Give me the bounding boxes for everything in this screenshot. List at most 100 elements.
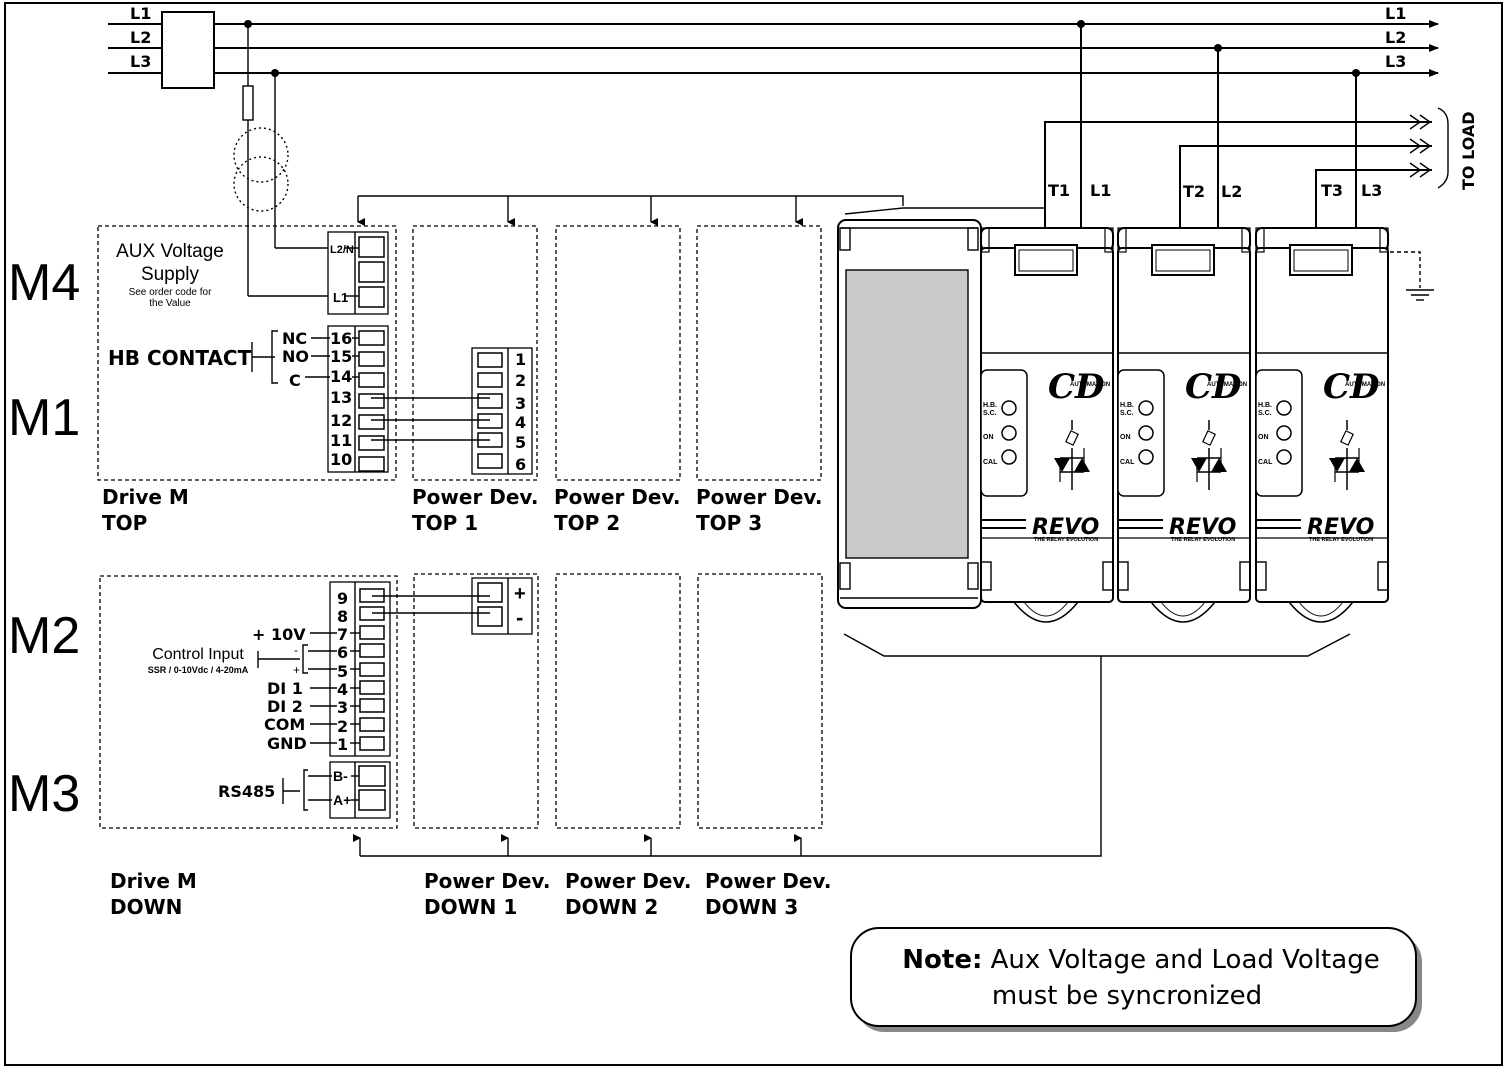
- led-cal-label: CAL: [983, 459, 998, 466]
- power-down-2-box: [555, 573, 681, 829]
- hb-no-label: NO: [282, 347, 309, 366]
- led-hb-label: H.B.: [983, 402, 997, 409]
- m2-terminal-2: 2: [337, 717, 348, 736]
- com-label: COM: [264, 715, 305, 734]
- supply-lines: L1 L2 L3 L1 L2 L3: [108, 4, 1439, 89]
- plus-10v-label: + 10V: [252, 625, 306, 644]
- bottom-bus: [353, 656, 1102, 857]
- transformer-coil-icon: [233, 156, 289, 212]
- m2-terminal-9: 9: [337, 589, 348, 608]
- m1-terminal-16: 16: [330, 329, 352, 348]
- hb-c-label: C: [289, 371, 301, 390]
- drive-module: [837, 219, 982, 609]
- m2-terminal-3: 3: [337, 698, 348, 717]
- rs485-b-terminal: B-: [333, 768, 348, 784]
- control-plus: +: [293, 663, 300, 677]
- line-out-l1: L1: [1385, 4, 1406, 23]
- to-load-label: TO LOAD: [1459, 111, 1478, 190]
- down1-terminal-block: + -: [471, 577, 533, 635]
- m3-terminal-block: B- A+ RS485: [218, 761, 391, 819]
- m2-terminal-6: 6: [337, 643, 348, 662]
- phase-l2-label: L2: [1221, 182, 1242, 201]
- ground-icon: [1390, 251, 1434, 301]
- phase-drops: TO LOAD T1 L1 T2 L2 T3 L3: [1044, 24, 1478, 230]
- power-top-1-label: Power Dev.: [412, 485, 538, 509]
- led-sc-label: S.C.: [983, 410, 997, 417]
- control-minus: -: [294, 643, 298, 657]
- module-m2-label: M2: [8, 607, 80, 665]
- top1-terminal-6: 6: [515, 455, 526, 474]
- control-input-sub: SSR / 0-10Vdc / 4-20mA: [148, 665, 249, 675]
- supply-breaker: [161, 11, 215, 89]
- power-top-3-label-2: TOP 3: [696, 511, 762, 535]
- hb-contact: HB CONTACT NC NO C: [108, 329, 330, 390]
- top1-terminal-3: 3: [515, 394, 526, 413]
- module-m4-label: M4: [8, 254, 80, 312]
- power-top-1-label-2: TOP 1: [412, 511, 478, 535]
- led-cal-label: CAL: [1258, 459, 1273, 466]
- revo-logo: REVO: [1307, 515, 1374, 540]
- power-down-1-label: Power Dev.: [424, 869, 550, 893]
- m1-terminal-10: 10: [330, 450, 352, 469]
- line-in-l1: L1: [130, 4, 151, 23]
- power-top-3-box: [696, 225, 822, 481]
- phase-t2-label: T2: [1183, 182, 1205, 201]
- down1-plus: +: [514, 583, 526, 605]
- led-sc-label: S.C.: [1258, 410, 1272, 417]
- revo-logo: REVO: [1032, 515, 1099, 540]
- drive-down-label: Drive M: [110, 869, 197, 893]
- m2-signals: + 10V Control Input SSR / 0-10Vdc / 4-20…: [148, 625, 337, 753]
- power-down-3-label-2: DOWN 3: [705, 895, 798, 919]
- line-out-l3: L3: [1385, 52, 1406, 71]
- power-down-3-label: Power Dev.: [705, 869, 831, 893]
- drive-top-box: [97, 225, 397, 481]
- phase-t1-label: T1: [1048, 181, 1070, 200]
- control-input-label: Control Input: [152, 646, 244, 663]
- revo-tagline: THE RELAY EVOLUTION: [1034, 537, 1098, 543]
- thyristor-icon: [1054, 420, 1090, 490]
- drive-display-panel: [845, 269, 969, 559]
- cd-logo-sub: AUTOMATION: [1345, 382, 1385, 388]
- led-on-label: ON: [1258, 434, 1269, 441]
- cd-logo-sub: AUTOMATION: [1207, 382, 1247, 388]
- led-cal-label: CAL: [1120, 459, 1135, 466]
- fuse-icon: [242, 85, 254, 121]
- cd-automation-logo: CD: [1048, 367, 1105, 407]
- di1-label: DI 1: [267, 679, 303, 698]
- m2-terminal-1: 1: [337, 735, 348, 754]
- aux-note: See order code for: [129, 287, 212, 298]
- note-line-2: must be syncronized: [992, 981, 1262, 1011]
- led-on-label: ON: [983, 434, 994, 441]
- m2-terminal-7: 7: [337, 625, 348, 644]
- m2-terminal-8: 8: [337, 607, 348, 626]
- led-hb-label: H.B.: [1120, 402, 1134, 409]
- power-top-2-box: [555, 225, 681, 481]
- top1-terminal-block: 1 2 3 4 5 6: [471, 347, 533, 475]
- m1-terminal-13: 13: [330, 388, 352, 407]
- led-hb-label: H.B.: [1258, 402, 1272, 409]
- phase-t3-label: T3: [1321, 181, 1343, 200]
- revo-tagline: THE RELAY EVOLUTION: [1309, 537, 1373, 543]
- power-down-3-box: [697, 573, 823, 829]
- phase-l1-label: L1: [1090, 181, 1111, 200]
- m1-top1-wires: [371, 397, 490, 441]
- m1-terminal-11: 11: [330, 431, 352, 450]
- hb-contact-label: HB CONTACT: [108, 346, 252, 370]
- aux-transformer: [233, 24, 355, 297]
- hb-nc-label: NC: [282, 329, 307, 348]
- line-in-l3: L3: [130, 52, 151, 71]
- aux-terminal-l1: L1: [333, 290, 348, 305]
- module-m1-label: M1: [8, 389, 80, 447]
- power-top-2-label-2: TOP 2: [554, 511, 620, 535]
- thyristor-icon: [1191, 420, 1227, 490]
- drive-top-label-2: TOP: [102, 511, 147, 535]
- power-down-2-label: Power Dev.: [565, 869, 691, 893]
- drive-down-label-2: DOWN: [110, 895, 182, 919]
- note-line-1: Note: Aux Voltage and Load Voltage: [902, 945, 1379, 975]
- top1-terminal-1: 1: [515, 350, 526, 369]
- m1-terminal-15: 15: [330, 347, 352, 366]
- power-down-1-label-2: DOWN 1: [424, 895, 517, 919]
